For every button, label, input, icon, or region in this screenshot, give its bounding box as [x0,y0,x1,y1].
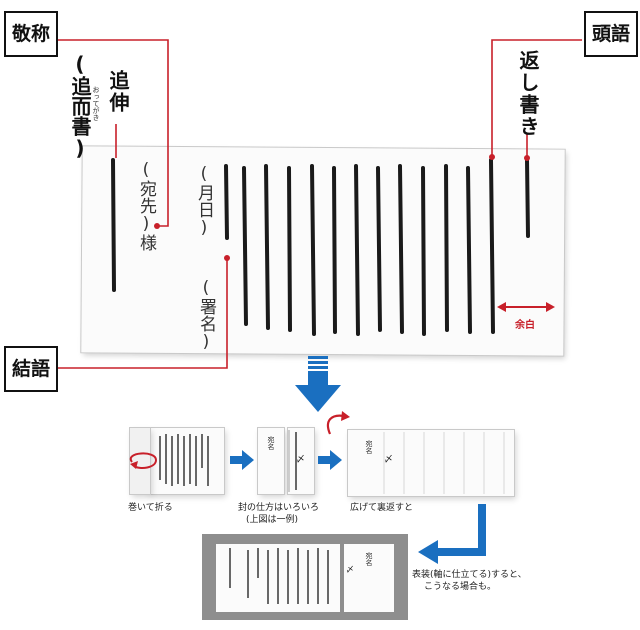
date-text: (月日) [194,164,214,238]
body-line [264,164,270,330]
right-arrow-icon [318,450,342,470]
addressee-text: (宛先)様 [136,160,156,251]
togo-leader [491,39,582,156]
mounted-seal-mark: 〆 [346,565,354,574]
unfolded-back [348,430,514,496]
body-line [421,166,426,336]
flip-caption: 広げて裏返すと [350,503,414,513]
keisho-label: 敬称 [4,11,58,57]
roll-arrow-icon [129,452,158,469]
keisho-leader [56,39,169,227]
mount-caption-1: 表装(軸に仕立てる)すると、 [412,570,527,580]
flip-arrow-icon [326,411,350,435]
down-arrow-icon [295,356,341,412]
ketsugo-label: 結語 [4,346,58,392]
folded-letter-ink [129,434,209,486]
kaeshigaki-dot [524,155,530,161]
seal-caption-2: (上図は一例) [246,515,299,525]
sealed-front [258,428,284,494]
letter-illustration: 敬称 頭語 結語 追伸 おってがき (追而書) 返し書き (宛先)様 (月日) … [4,11,638,392]
sealed-addressee: 宛名 [267,436,275,450]
mounted-addressee: 宛名 [365,552,373,566]
back-seal-mark: 〆 [384,455,394,465]
back-addressee: 宛名 [365,440,373,454]
right-arrow-icon [230,450,254,470]
reply-line [525,158,530,238]
mounted-letter-ink [229,548,329,604]
tsuishin-alt-label: (追而書) [68,52,92,160]
ketsugo-dot [224,255,230,261]
letter-ink [54,39,582,369]
bent-arrow-icon [418,504,486,564]
tsuishin-label: 追伸 [106,70,130,114]
seal-mark: 〆 [296,455,306,465]
step-seal: 宛名 〆 [256,428,318,498]
seal-caption-1: 封の仕方はいろいろ [238,503,320,513]
rolled-end [130,428,150,494]
step-flip: 宛名 〆 [322,410,522,500]
body-line [310,164,316,336]
seal-band [288,430,297,492]
sealed-back [288,428,314,494]
body-line [287,166,292,332]
body-line [332,166,337,334]
togo-dot [489,154,495,160]
body-line [398,164,404,334]
tsuishin-ruby: おってがき [92,86,100,121]
folded-letter [148,428,224,494]
closing-short-line [224,164,229,240]
body-line [242,166,248,326]
postscript-line [111,158,116,292]
step-fold [126,428,226,498]
ketsugo-leader [54,259,228,369]
back-folds [383,432,505,494]
margin-label: 余白 [515,320,535,331]
opening-line [489,158,495,334]
body-line [376,166,382,332]
keisho-dot [154,223,160,229]
body-line [466,166,472,334]
kaeshigaki-label: 返し書き [516,50,540,138]
mounted-envelope [344,544,394,612]
signature-text: (署名) [196,278,216,352]
step-mount: 宛名 〆 [202,534,408,620]
togo-label: 頭語 [584,11,638,57]
fold-caption: 巻いて折る [128,503,173,513]
body-line [444,164,449,332]
body-line [354,164,360,336]
mount-caption-2: こうなる場合も。 [424,582,497,592]
